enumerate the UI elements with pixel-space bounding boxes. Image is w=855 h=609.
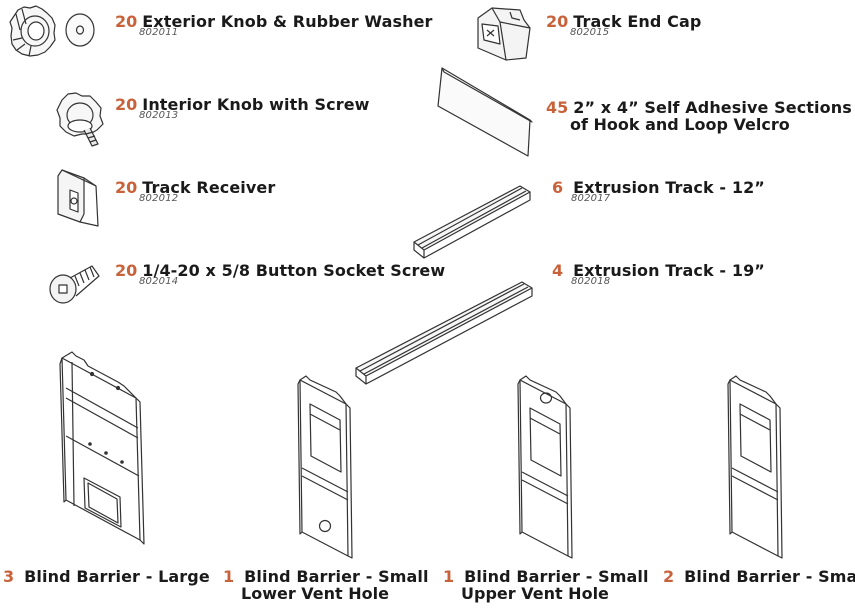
barrier-name: Blind Barrier - Small [244, 567, 429, 586]
caption-barrier-small: 2 Blind Barrier - Small [663, 568, 855, 585]
track-receiver-illustration [57, 169, 99, 227]
blind-barrier-lower-vent-illustration [297, 375, 353, 559]
item-name: Interior Knob with Screw [142, 95, 370, 114]
item-quantity: 20 [115, 12, 138, 31]
item-name: Extrusion Track - 12” [573, 178, 765, 197]
blind-barrier-small-illustration [727, 375, 783, 559]
item-quantity: 4 [552, 261, 564, 280]
item-part-number: 802018 [571, 276, 611, 287]
blind-barrier-upper-vent-illustration [517, 375, 573, 559]
caption-barrier-upper-vent: 1 Blind Barrier - Small Upper Vent Hole [443, 568, 649, 602]
item-part-number: 802015 [570, 27, 610, 38]
blind-barrier-large-illustration [59, 351, 145, 545]
exterior-knob-illustration [9, 5, 56, 57]
item-quantity: 20 [115, 95, 138, 114]
item-extrusion-12: 6 Extrusion Track - 12” 802017 [552, 178, 765, 204]
item-name: 1/4-20 x 5/8 Button Socket Screw [142, 261, 446, 280]
interior-knob-illustration [56, 92, 104, 147]
item-quantity: 45 [546, 98, 569, 117]
extrusion-track-19-illustration [355, 281, 533, 385]
item-name: Track End Cap [573, 12, 702, 31]
item-part-number: 802017 [571, 193, 611, 204]
velcro-strip-illustration [437, 67, 533, 157]
barrier-quantity: 1 [443, 567, 455, 586]
item-name-line2: of Hook and Loop Velcro [570, 115, 790, 134]
item-quantity: 20 [546, 12, 569, 31]
barrier-quantity: 1 [223, 567, 235, 586]
item-quantity: 20 [115, 178, 138, 197]
item-name: Track Receiver [142, 178, 276, 197]
barrier-name: Blind Barrier - Large [24, 567, 210, 586]
item-quantity: 20 [115, 261, 138, 280]
item-part-number: 802013 [139, 110, 179, 121]
item-part-number: 802014 [139, 276, 179, 287]
item-extrusion-19: 4 Extrusion Track - 19” 802018 [552, 261, 765, 287]
track-end-cap-illustration [477, 7, 531, 61]
rubber-washer-illustration [65, 13, 95, 47]
barrier-name-line2: Upper Vent Hole [461, 584, 609, 603]
item-name: Exterior Knob & Rubber Washer [142, 12, 433, 31]
item-part-number: 802011 [139, 27, 179, 38]
caption-barrier-lower-vent: 1 Blind Barrier - Small Lower Vent Hole [223, 568, 429, 602]
item-quantity: 6 [552, 178, 564, 197]
socket-screw-illustration [49, 265, 100, 304]
caption-barrier-large: 3 Blind Barrier - Large [3, 568, 210, 585]
item-name: 2” x 4” Self Adhesive Sections [573, 98, 852, 117]
barrier-quantity: 2 [663, 567, 675, 586]
extrusion-track-12-illustration [413, 185, 531, 259]
barrier-name: Blind Barrier - Small [684, 567, 855, 586]
item-part-number: 802012 [139, 193, 179, 204]
item-name: Extrusion Track - 19” [573, 261, 765, 280]
barrier-name: Blind Barrier - Small [464, 567, 649, 586]
barrier-quantity: 3 [3, 567, 15, 586]
barrier-name-line2: Lower Vent Hole [241, 584, 389, 603]
